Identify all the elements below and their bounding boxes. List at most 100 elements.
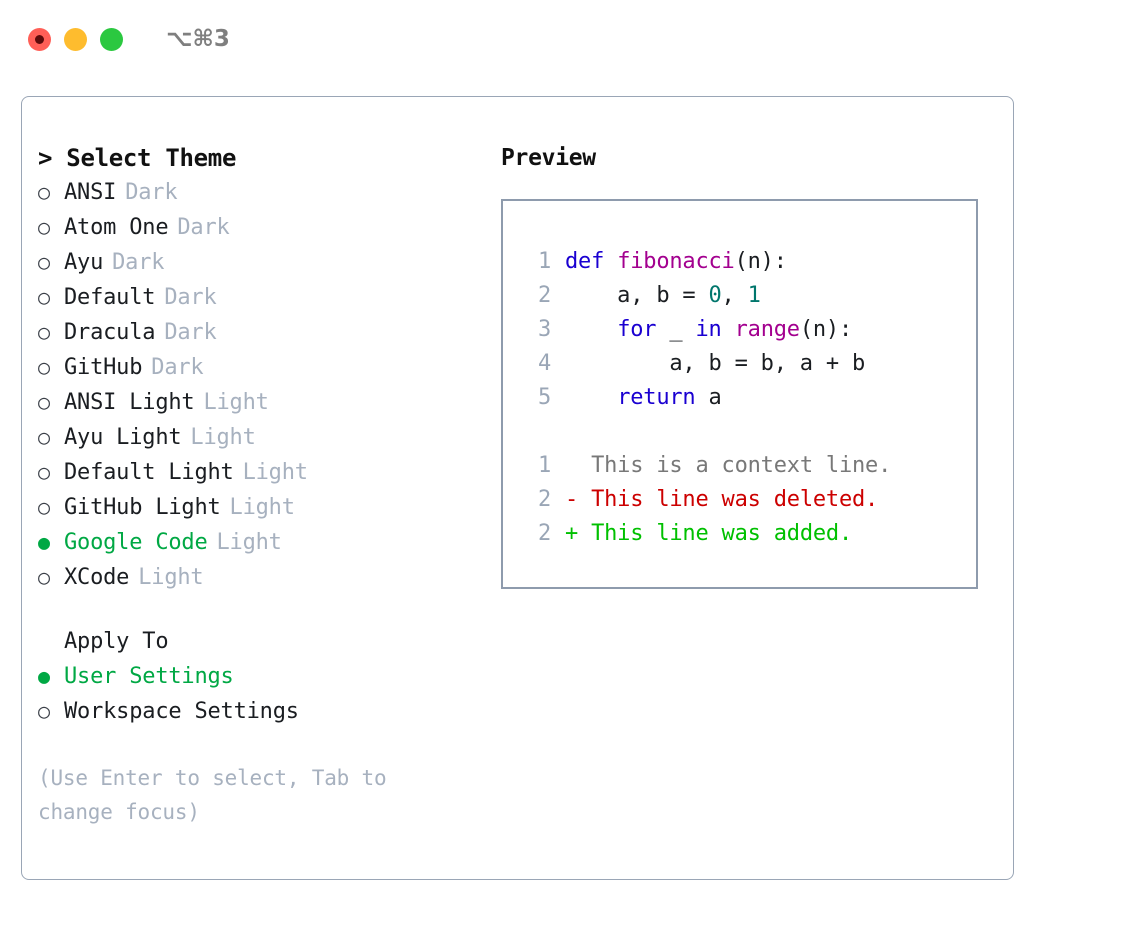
title-bar: ⌥⌘3 [0,0,1140,78]
code-token-function: range [734,317,800,342]
code-token-plain [722,317,735,342]
radio-unselected-icon: ○ [38,495,50,519]
code-token-plain [565,317,617,342]
diff-sample: 1 This is a context line.2- This line wa… [521,449,968,551]
code-token-plain: a, b = b, a + b [565,351,866,376]
diff-line-content: This line was added. [578,521,852,546]
theme-option-label: Atom One [64,215,169,240]
code-line-number: 3 [537,317,551,342]
apply-to-heading: Apply To [64,629,169,654]
code-line: 3 for _ in range(n): [521,313,968,347]
theme-option-label: GitHub [64,355,143,380]
radio-unselected-icon: ○ [38,215,50,239]
theme-option-atom-one[interactable]: ○ Atom One Dark [38,210,468,245]
traffic-lights [28,27,123,51]
code-token-number: 0 [708,283,722,308]
diff-line-context: 1 This is a context line. [521,449,968,483]
radio-unselected-icon: ○ [38,699,50,723]
preview-heading: Preview [501,145,596,171]
close-window-button[interactable] [28,27,51,51]
keyboard-shortcut-label: ⌥⌘3 [166,26,230,52]
diff-line-number: 1 [537,453,551,478]
theme-option-github[interactable]: ○ GitHub Dark [38,350,468,385]
radio-unselected-icon: ○ [38,285,50,309]
code-line-number: 1 [537,249,551,274]
code-token-keyword: for [617,317,657,342]
theme-variant-badge: Dark [177,215,230,240]
apply-to-option-user-settings[interactable]: ●User Settings [38,659,468,694]
code-line-number: 5 [537,385,551,410]
zoom-window-button[interactable] [100,27,123,51]
theme-option-ayu-light[interactable]: ○ Ayu Light Light [38,420,468,455]
theme-option-label: Ayu [64,250,104,275]
diff-marker [565,453,578,478]
theme-variant-badge: Light [216,530,282,555]
code-line: 5 return a [521,381,968,415]
theme-option-label: ANSI Light [64,390,195,415]
theme-option-ansi[interactable]: ○ ANSI Dark [38,175,468,210]
apply-to-option-list[interactable]: ●User Settings○Workspace Settings [38,659,468,729]
code-line: 4 a, b = b, a + b [521,347,968,381]
radio-unselected-icon: ○ [38,320,50,344]
code-token-plain: (n): [734,249,787,274]
code-line: 2 a, b = 0, 1 [521,279,968,313]
radio-unselected-icon: ○ [38,250,50,274]
theme-option-ayu[interactable]: ○ Ayu Dark [38,245,468,280]
code-line-text: return a [565,381,722,415]
code-line-number: 2 [537,283,551,308]
diff-line-number: 2 [537,521,551,546]
theme-option-label: Ayu Light [64,425,182,450]
diff-marker: + [565,521,579,546]
code-token-plain: a [695,385,722,410]
select-theme-heading: > Select Theme [38,144,237,172]
theme-option-label: Dracula [64,320,156,345]
code-line-text: a, b = b, a + b [565,347,865,381]
theme-variant-badge: Dark [151,355,204,380]
theme-option-label: XCode [64,565,130,590]
theme-variant-badge: Light [242,460,308,485]
code-token-number: 1 [747,283,761,308]
diff-marker: - [565,487,579,512]
minimize-window-button[interactable] [64,27,87,51]
theme-variant-badge: Light [138,565,204,590]
theme-option-label: Google Code [64,530,208,555]
apply-to-option-label: User Settings [64,664,234,689]
diff-line-content: This line was deleted. [578,487,879,512]
code-token-plain: (n): [799,317,853,342]
diff-line-number: 2 [537,487,551,512]
theme-variant-badge: Light [190,425,256,450]
theme-variant-badge: Dark [164,285,217,310]
theme-option-google-code[interactable]: ● Google Code Light [38,525,468,560]
apply-to-option-workspace-settings[interactable]: ○Workspace Settings [38,694,468,729]
theme-variant-badge: Dark [112,250,165,275]
diff-line-text: + This line was added. [565,517,852,551]
diff-line-text: - This line was deleted. [565,483,878,517]
theme-option-label: ANSI [64,180,117,205]
section-spacer [38,595,468,625]
radio-unselected-icon: ○ [38,425,50,449]
code-token-keyword: return [617,385,696,410]
diff-line-content: This is a context line. [578,453,892,478]
diff-line-deleted: 2- This line was deleted. [521,483,968,517]
theme-option-label: Default [64,285,156,310]
radio-unselected-icon: ○ [38,355,50,379]
code-token-plain: , [721,283,748,308]
radio-unselected-icon: ○ [38,180,50,204]
code-token-plain: _ [656,317,696,342]
theme-variant-badge: Dark [125,180,178,205]
theme-variant-badge: Light [203,390,269,415]
radio-selected-icon: ● [38,530,50,554]
theme-option-default[interactable]: ○ Default Dark [38,280,468,315]
